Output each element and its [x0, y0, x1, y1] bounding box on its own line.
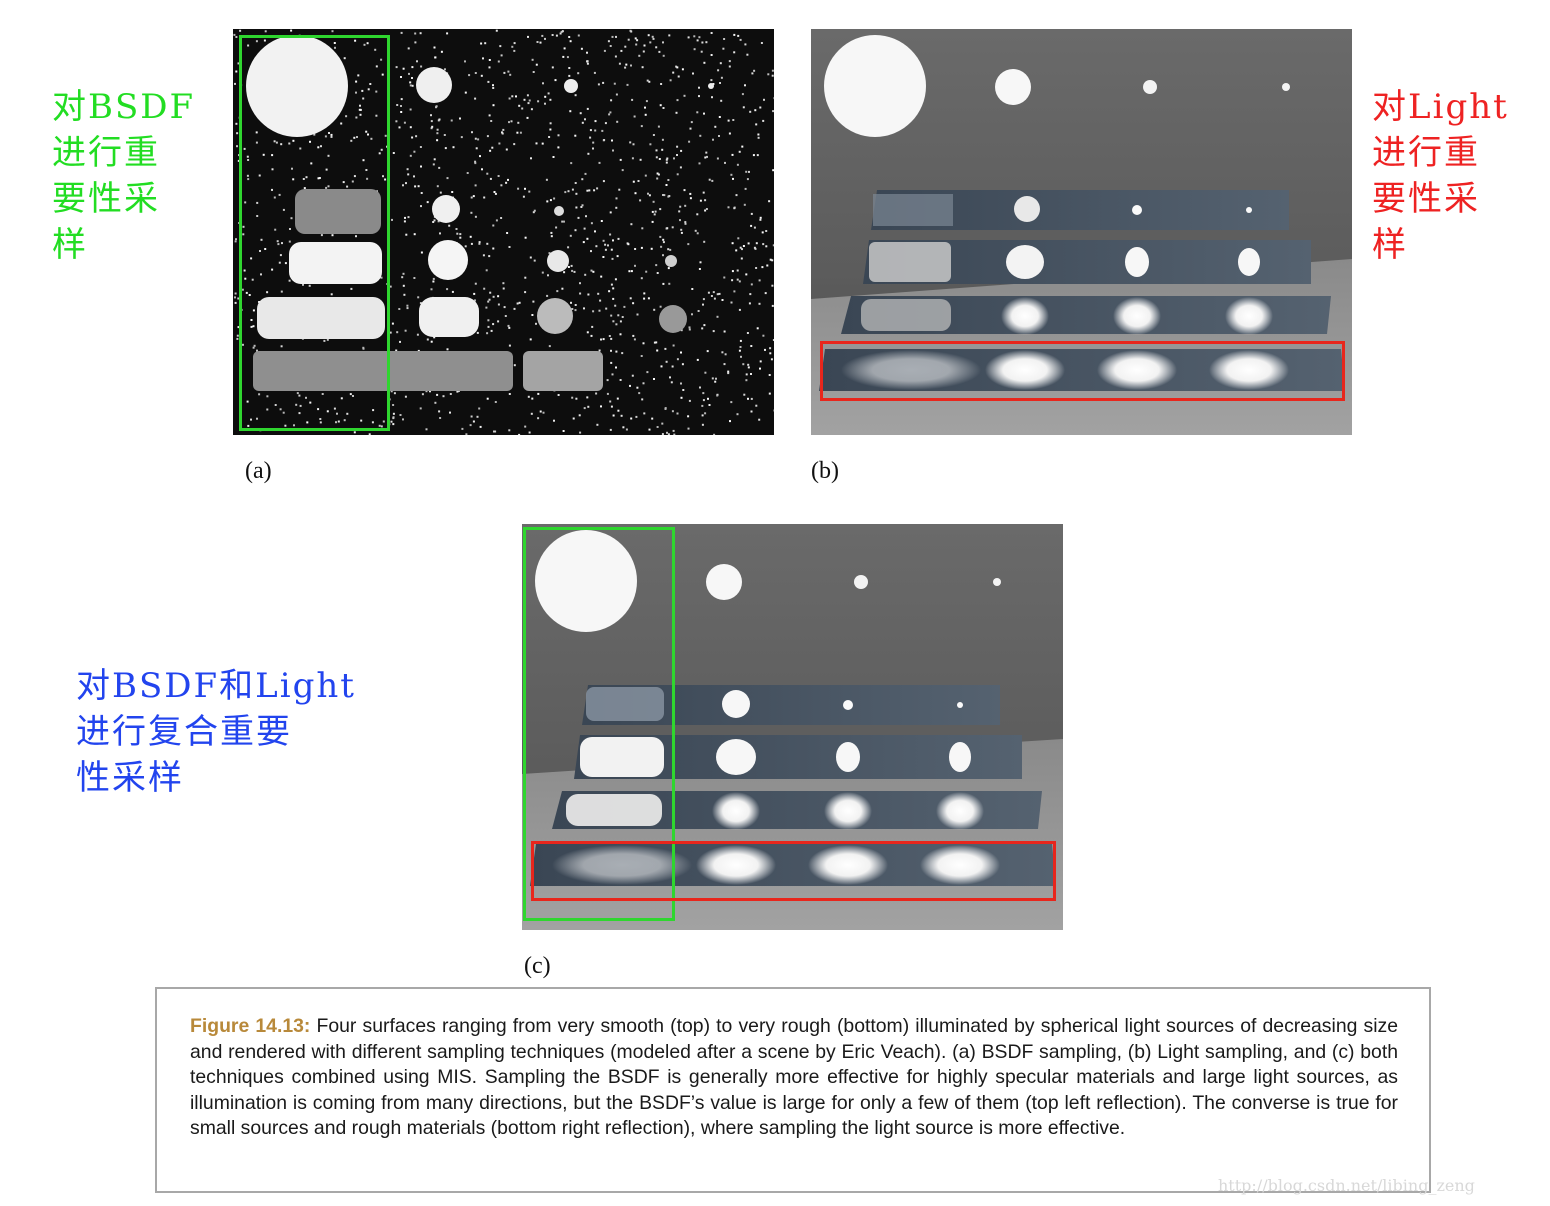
light-sphere-small	[854, 575, 868, 589]
light-sphere-medium	[995, 69, 1031, 105]
surface-row2	[574, 735, 1022, 779]
reflection-row2	[289, 242, 382, 284]
surface-row1	[582, 685, 1000, 725]
highlight-rough-row-c	[531, 841, 1056, 901]
render-panel-a	[233, 29, 774, 435]
figure-number-label: Figure 14.13:	[190, 1015, 311, 1037]
figure-caption-text: Four surfaces ranging from very smooth (…	[190, 1015, 1399, 1139]
annotation-mis-sampling: 对BSDF和Light 进行复合重要 性采样	[76, 666, 356, 798]
highlight-bsdf-column-c	[523, 527, 675, 921]
panel-label-b: (b)	[811, 458, 839, 484]
surface-row3	[841, 296, 1331, 334]
light-sphere-tiny	[993, 578, 1001, 586]
light-sphere-large	[824, 35, 926, 137]
figure-caption: Figure 14.13: Four surfaces ranging from…	[190, 1014, 1398, 1142]
figure-caption-box: Figure 14.13: Four surfaces ranging from…	[155, 987, 1431, 1193]
render-panel-c	[522, 524, 1063, 930]
render-panel-b	[811, 29, 1352, 435]
light-sphere-tiny	[708, 83, 714, 89]
light-sphere-medium	[706, 564, 742, 600]
panel-label-a: (a)	[245, 458, 272, 484]
light-sphere-small	[1143, 80, 1157, 94]
watermark-url: http://blog.csdn.net/libing_zeng	[1218, 1176, 1475, 1195]
reflection-row4	[253, 351, 513, 391]
highlight-rough-row-b	[820, 341, 1345, 401]
light-sphere-small	[564, 79, 578, 93]
reflection-row3	[257, 297, 385, 339]
render-light-sampling-image	[811, 29, 1352, 435]
surface-row1	[871, 190, 1289, 230]
light-sphere-medium	[416, 67, 452, 103]
light-sphere-large	[246, 35, 348, 137]
surface-row2	[863, 240, 1311, 284]
light-sphere-tiny	[1282, 83, 1290, 91]
light-sphere-large	[535, 530, 637, 632]
render-mis-combined-image	[522, 524, 1063, 930]
reflection-row1	[295, 189, 381, 234]
highlight-bsdf-column-a	[239, 35, 390, 431]
panel-label-c: (c)	[524, 953, 551, 979]
annotation-bsdf-sampling: 对BSDF 进行重 要性采 样	[52, 87, 196, 265]
render-bsdf-sampling-image	[233, 29, 774, 435]
annotation-light-sampling: 对Light 进行重 要性采 样	[1372, 87, 1509, 265]
